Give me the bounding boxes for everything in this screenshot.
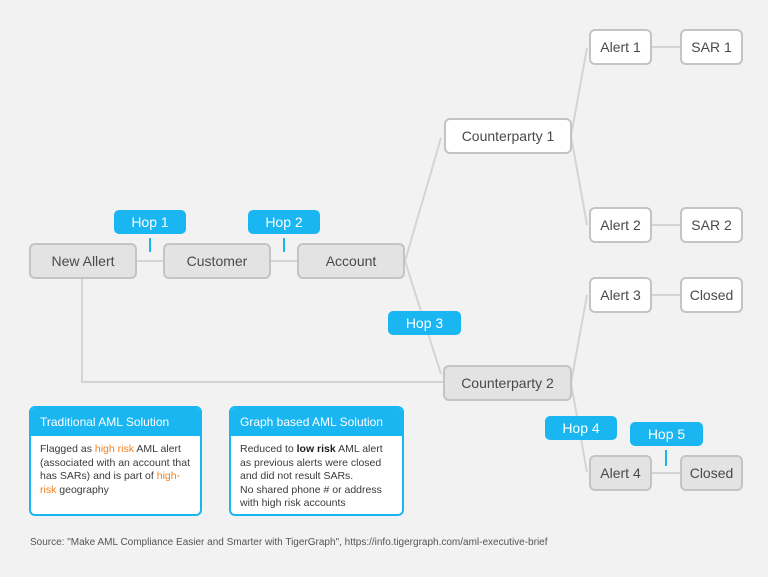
card-graph-aml-title: Graph based AML Solution: [231, 408, 402, 436]
node-counterparty-1-label: Counterparty 1: [461, 128, 555, 144]
card-traditional-aml: Traditional AML Solution Flagged as high…: [29, 406, 202, 516]
node-counterparty-1[interactable]: Counterparty 1: [444, 118, 572, 154]
hop-4-label: Hop 4: [545, 416, 617, 440]
card-traditional-aml-body: Flagged as high risk AML alert (associat…: [31, 436, 200, 504]
node-alert-1-label: Alert 1: [600, 39, 641, 55]
graph-text-3: No shared phone # or address with high r…: [240, 483, 382, 510]
node-alert-3[interactable]: Alert 3: [589, 277, 652, 313]
traditional-text-2: AML alert (associated with an account th…: [40, 443, 191, 482]
node-account[interactable]: Account: [297, 243, 405, 279]
hop-3-label: Hop 3: [388, 311, 461, 335]
node-new-alert[interactable]: New Allert: [29, 243, 137, 279]
node-customer[interactable]: Customer: [163, 243, 271, 279]
connector-cp1-alert1: [570, 47, 588, 137]
node-new-alert-label: New Allert: [51, 253, 115, 269]
connector-newalert-counterparty2: [81, 279, 443, 383]
graph-bold-1: low risk: [296, 443, 336, 455]
node-closed-2-label: Closed: [689, 465, 734, 481]
source-citation: Source: "Make AML Compliance Easier and …: [30, 537, 548, 548]
node-alert-3-label: Alert 3: [600, 287, 641, 303]
hop-5-tick: [665, 450, 667, 466]
node-alert-2[interactable]: Alert 2: [589, 207, 652, 243]
node-counterparty-2-label: Counterparty 2: [461, 375, 554, 391]
card-graph-aml-body: Reduced to low risk AML alert as previou…: [231, 436, 402, 514]
node-sar-1-label: SAR 1: [691, 39, 732, 55]
connector-account-counterparty1: [404, 137, 442, 262]
traditional-text-1: Flagged as: [40, 443, 95, 455]
hop-5-label: Hop 5: [630, 422, 703, 446]
node-customer-label: Customer: [186, 253, 248, 269]
node-account-label: Account: [325, 253, 377, 269]
node-alert-2-label: Alert 2: [600, 217, 641, 233]
traditional-highlight-2: high-risk: [40, 470, 181, 496]
node-counterparty-2[interactable]: Counterparty 2: [443, 365, 572, 401]
node-sar-2-label: SAR 2: [691, 217, 732, 233]
hop-2-tick: [283, 238, 285, 252]
traditional-text-3: geography: [56, 483, 109, 496]
node-alert-1[interactable]: Alert 1: [589, 29, 652, 65]
node-closed-1[interactable]: Closed: [680, 277, 743, 313]
card-graph-aml: Graph based AML Solution Reduced to low …: [229, 406, 404, 516]
traditional-highlight-1: high risk: [94, 443, 134, 455]
node-closed-1-label: Closed: [689, 287, 734, 303]
hop-2-label: Hop 2: [248, 210, 320, 234]
graph-text-2: AML alert as previous alerts were closed…: [240, 443, 383, 482]
node-alert-4-label: Alert 4: [600, 465, 641, 481]
connector-cp1-alert2: [570, 135, 588, 226]
hop-1-label: Hop 1: [114, 210, 186, 234]
card-traditional-aml-title: Traditional AML Solution: [31, 408, 200, 436]
connector-cp2-alert3: [570, 294, 588, 384]
node-sar-1[interactable]: SAR 1: [680, 29, 743, 65]
node-sar-2[interactable]: SAR 2: [680, 207, 743, 243]
node-closed-2[interactable]: Closed: [680, 455, 743, 491]
hop-1-tick: [149, 238, 151, 252]
node-alert-4[interactable]: Alert 4: [589, 455, 652, 491]
graph-text-1: Reduced to: [240, 443, 297, 455]
